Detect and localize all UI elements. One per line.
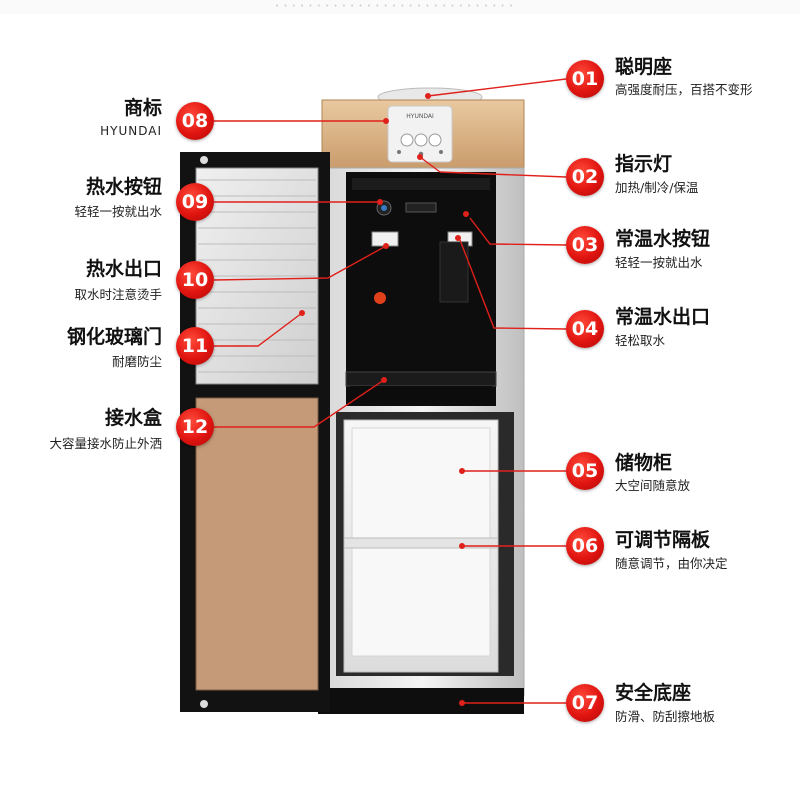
callout-subtitle-smart-seat: 高强度耐压，百搭不变形 — [615, 82, 753, 97]
callout-title-hot-water-button: 热水按钮 — [85, 176, 162, 198]
callout-title-safety-base: 安全底座 — [615, 682, 692, 704]
callout-subtitle-brand: HYUNDAI — [100, 124, 162, 138]
callout-subtitle-drip-tray: 大容量接水防止外洒 — [49, 436, 162, 451]
callout-badge-05: 05 — [566, 452, 604, 490]
callout-badge-10: 10 — [176, 261, 214, 299]
callout-title-glass-door: 钢化玻璃门 — [66, 326, 162, 348]
storage-cabinet — [336, 412, 514, 676]
callout-title-drip-tray: 接水盒 — [104, 407, 162, 429]
control-panel: HYUNDAI — [321, 99, 525, 169]
callout-title-smart-seat: 聪明座 — [615, 56, 673, 78]
callout-badge-01: 01 — [566, 60, 604, 98]
callout-title-storage-cabinet: 储物柜 — [615, 452, 673, 474]
callout-subtitle-indicator-light: 加热/制冷/保温 — [615, 180, 699, 195]
callout-badge-11: 11 — [176, 327, 214, 365]
callout-badge-09: 09 — [176, 183, 214, 221]
callout-title-hot-water-outlet: 热水出口 — [85, 258, 162, 280]
callout-subtitle-safety-base: 防滑、防刮擦地板 — [615, 709, 716, 724]
safety-base — [318, 688, 524, 714]
callout-subtitle-hot-water-button: 轻轻一按就出水 — [74, 204, 162, 219]
callout-subtitle-glass-door: 耐磨防尘 — [111, 354, 162, 369]
callout-title-adjustable-shelf: 可调节隔板 — [615, 529, 711, 551]
panel-brand-text: HYUNDAI — [406, 113, 434, 120]
callout-dots — [299, 93, 469, 706]
callout-title-indicator-light: 指示灯 — [615, 153, 673, 175]
callout-title-normal-water-outlet: 常温水出口 — [615, 306, 711, 328]
glass-door — [180, 152, 330, 712]
callout-badge-07: 07 — [566, 684, 604, 722]
header-strip: • • • • • • • • • • • • • • • • • • • • … — [0, 0, 800, 14]
callout-badge-04: 04 — [566, 310, 604, 348]
callout-subtitle-adjustable-shelf: 随意调节，由你决定 — [615, 556, 728, 571]
callout-badge-02: 02 — [566, 158, 604, 196]
callout-badge-06: 06 — [566, 527, 604, 565]
callout-title-normal-water-button: 常温水按钮 — [615, 228, 711, 250]
callout-subtitle-normal-water-button: 轻轻一按就出水 — [615, 255, 703, 270]
callout-subtitle-normal-water-outlet: 轻松取水 — [615, 333, 666, 348]
leader-lines — [213, 78, 567, 704]
adjustable-shelf — [343, 537, 499, 549]
callout-subtitle-storage-cabinet: 大空间随意放 — [615, 478, 691, 493]
callout-title-brand: 商标 — [123, 97, 162, 119]
callout-badge-03: 03 — [566, 226, 604, 264]
water-outlet-area — [345, 172, 497, 406]
callout-badge-12: 12 — [176, 408, 214, 446]
callout-badge-08: 08 — [176, 102, 214, 140]
callout-subtitle-hot-water-outlet: 取水时注意烫手 — [74, 287, 162, 302]
